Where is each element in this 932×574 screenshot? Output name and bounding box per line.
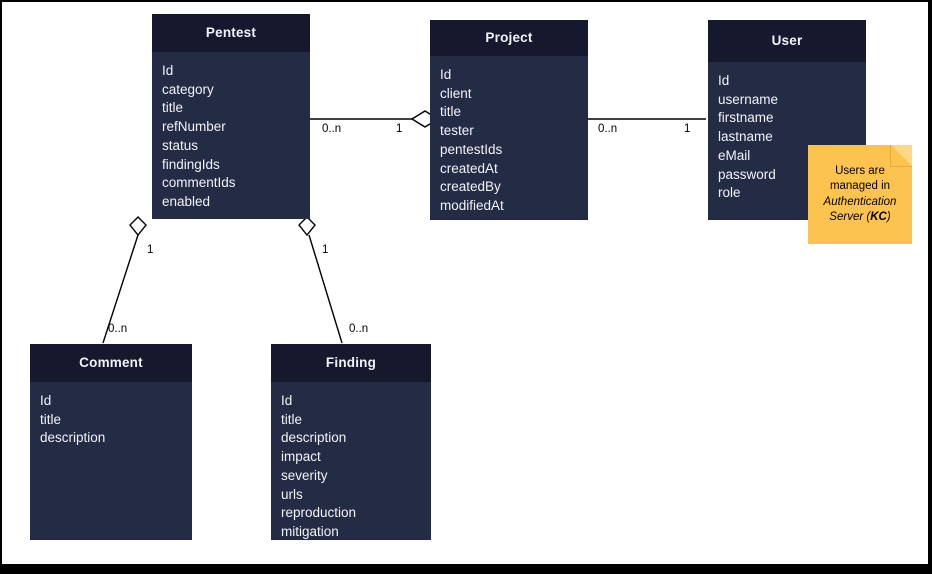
attribute-row: mitigation	[281, 523, 339, 539]
class-attributes-project: Id client title tester pentestIds create…	[430, 56, 588, 216]
attribute-row: pentestIds	[440, 141, 503, 157]
attribute-row: severity	[281, 467, 328, 483]
class-title-pentest: Pentest	[152, 14, 310, 52]
uml-class-project[interactable]: Project Id client title tester pentestId…	[430, 20, 588, 220]
class-attributes-pentest: Id category title refNumber status findi…	[152, 52, 310, 212]
multiplicity-pentest-finding-target: 0..n	[349, 323, 369, 335]
attribute-row: title	[281, 411, 303, 427]
attribute-row: firstname	[718, 110, 774, 126]
note-fold-corner	[890, 145, 912, 167]
multiplicity-project-user-target: 1	[684, 123, 691, 135]
note-line-4-strong: KC	[870, 211, 887, 223]
class-title-project: Project	[430, 20, 588, 56]
attribute-row: lastname	[718, 129, 773, 145]
uml-class-pentest[interactable]: Pentest Id category title refNumber stat…	[152, 14, 310, 219]
attribute-row: role	[718, 185, 741, 201]
note-line-3: Authentication	[823, 195, 897, 208]
note-line-4-prefix: Server (	[829, 211, 871, 223]
note-line-4-suffix: )	[886, 211, 891, 223]
attribute-row: urls	[281, 486, 303, 502]
note-users-managed[interactable]: Users are managed in Authentication Serv…	[808, 145, 912, 244]
attribute-row: Id	[718, 73, 730, 88]
attribute-row: reproduction	[281, 505, 357, 521]
attribute-row: refNumber	[162, 119, 226, 135]
multiplicity-pentest-comment-target: 0..n	[108, 323, 128, 335]
attribute-row: title	[440, 104, 462, 120]
attribute-row: status	[162, 137, 199, 153]
attribute-row: category	[162, 81, 214, 97]
class-title-comment: Comment	[30, 344, 192, 382]
attribute-row: findingIds	[162, 156, 220, 172]
uml-class-comment[interactable]: Comment Id title description	[30, 344, 192, 540]
multiplicity-pentest-project-target: 1	[396, 123, 403, 135]
class-attributes-comment: Id title description	[30, 382, 192, 448]
class-title-finding: Finding	[271, 344, 431, 382]
multiplicity-project-user-source: 0..n	[598, 123, 618, 135]
note-line-2: managed in	[829, 180, 891, 192]
attribute-row: commentIds	[162, 175, 236, 191]
note-text: Users are managed in Authentication Serv…	[817, 164, 904, 226]
multiplicity-pentest-finding-source: 1	[322, 244, 329, 256]
class-attributes-finding: Id title description impact severity url…	[271, 382, 431, 542]
attribute-row: client	[440, 85, 472, 101]
note-line-1: Users are	[835, 164, 885, 177]
attribute-row: Id	[40, 393, 52, 408]
attribute-row: password	[718, 166, 776, 182]
attribute-row: createdBy	[440, 179, 501, 195]
attribute-row: Id	[162, 63, 174, 78]
attribute-row: title	[162, 100, 184, 116]
diamond-pentest-comment-end	[129, 216, 147, 237]
attribute-row: modifiedAt	[440, 197, 504, 213]
uml-class-finding[interactable]: Finding Id title description impact seve…	[271, 344, 431, 540]
attribute-row: Id	[440, 67, 452, 82]
multiplicity-pentest-project-source: 0..n	[322, 123, 342, 135]
attribute-row: Id	[281, 393, 293, 408]
attribute-row: enabled	[162, 193, 211, 209]
attribute-row: username	[718, 91, 779, 107]
attribute-row: description	[40, 430, 106, 446]
diamond-pentest-finding-end	[298, 216, 316, 237]
attribute-row: impact	[281, 449, 321, 465]
attribute-row: title	[40, 411, 62, 427]
attribute-row: eMail	[718, 147, 751, 163]
diagram-canvas[interactable]: 0..n 1 0..n 1 1 0..n 1 0..n Pentest Id c…	[2, 2, 928, 564]
multiplicity-pentest-comment-source: 1	[147, 244, 154, 256]
class-attributes-user: Id username firstname lastname eMail pas…	[708, 62, 866, 203]
attribute-row: createdAt	[440, 160, 498, 176]
attribute-row: tester	[440, 123, 474, 139]
class-title-user: User	[708, 20, 866, 62]
attribute-row: description	[281, 430, 347, 446]
